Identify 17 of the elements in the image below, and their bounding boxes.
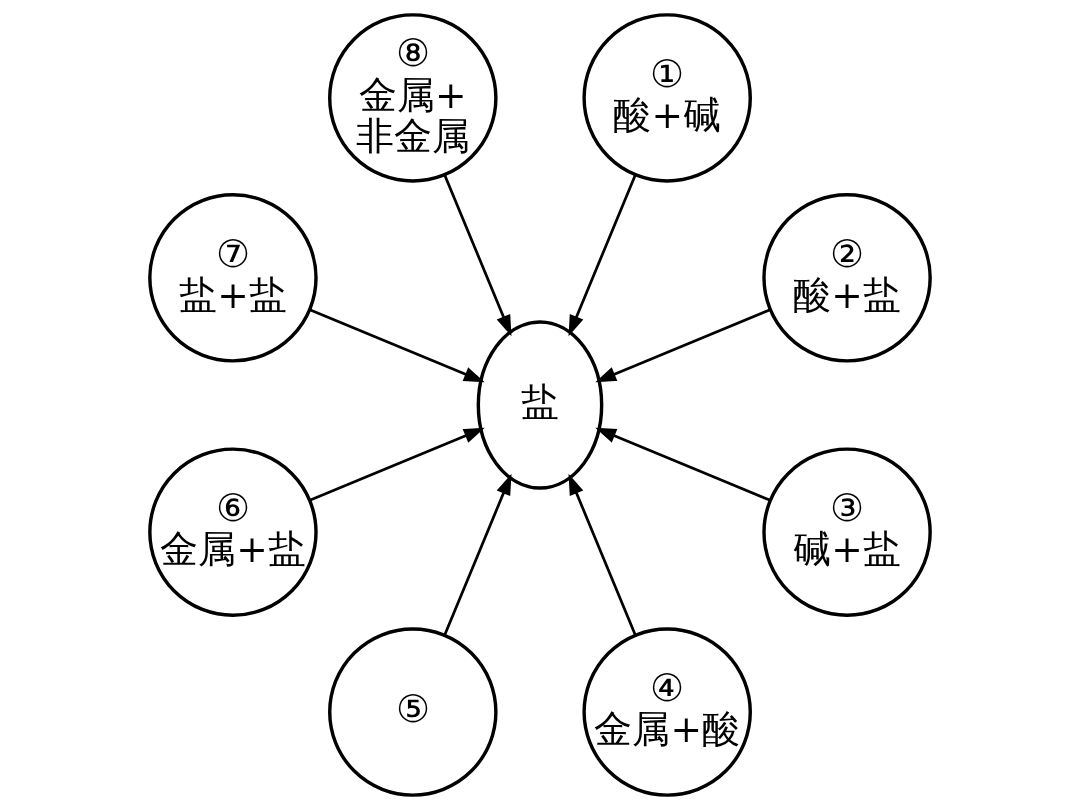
arrow [568, 174, 637, 337]
node-circle: ③ 碱+盐 [762, 447, 932, 617]
arrow [595, 308, 771, 383]
node-circle: ⑤ [328, 627, 498, 797]
arrow [443, 473, 512, 636]
arrow [568, 473, 637, 636]
node-circle: ⑧ 金属+非金属 [328, 13, 498, 183]
node-circle: ④ 金属+酸 [582, 627, 752, 797]
node-circle: ⑦ 盐+盐 [148, 193, 318, 363]
arrow [595, 427, 771, 502]
node-circle: ① 酸+碱 [582, 13, 752, 183]
node-circle: ② 酸+盐 [762, 193, 932, 363]
node-ellipse: 盐 [476, 320, 604, 490]
node-circle: ⑥ 金属+盐 [148, 447, 318, 617]
arrow [309, 308, 485, 383]
arrow [443, 174, 512, 337]
arrow [309, 427, 485, 502]
